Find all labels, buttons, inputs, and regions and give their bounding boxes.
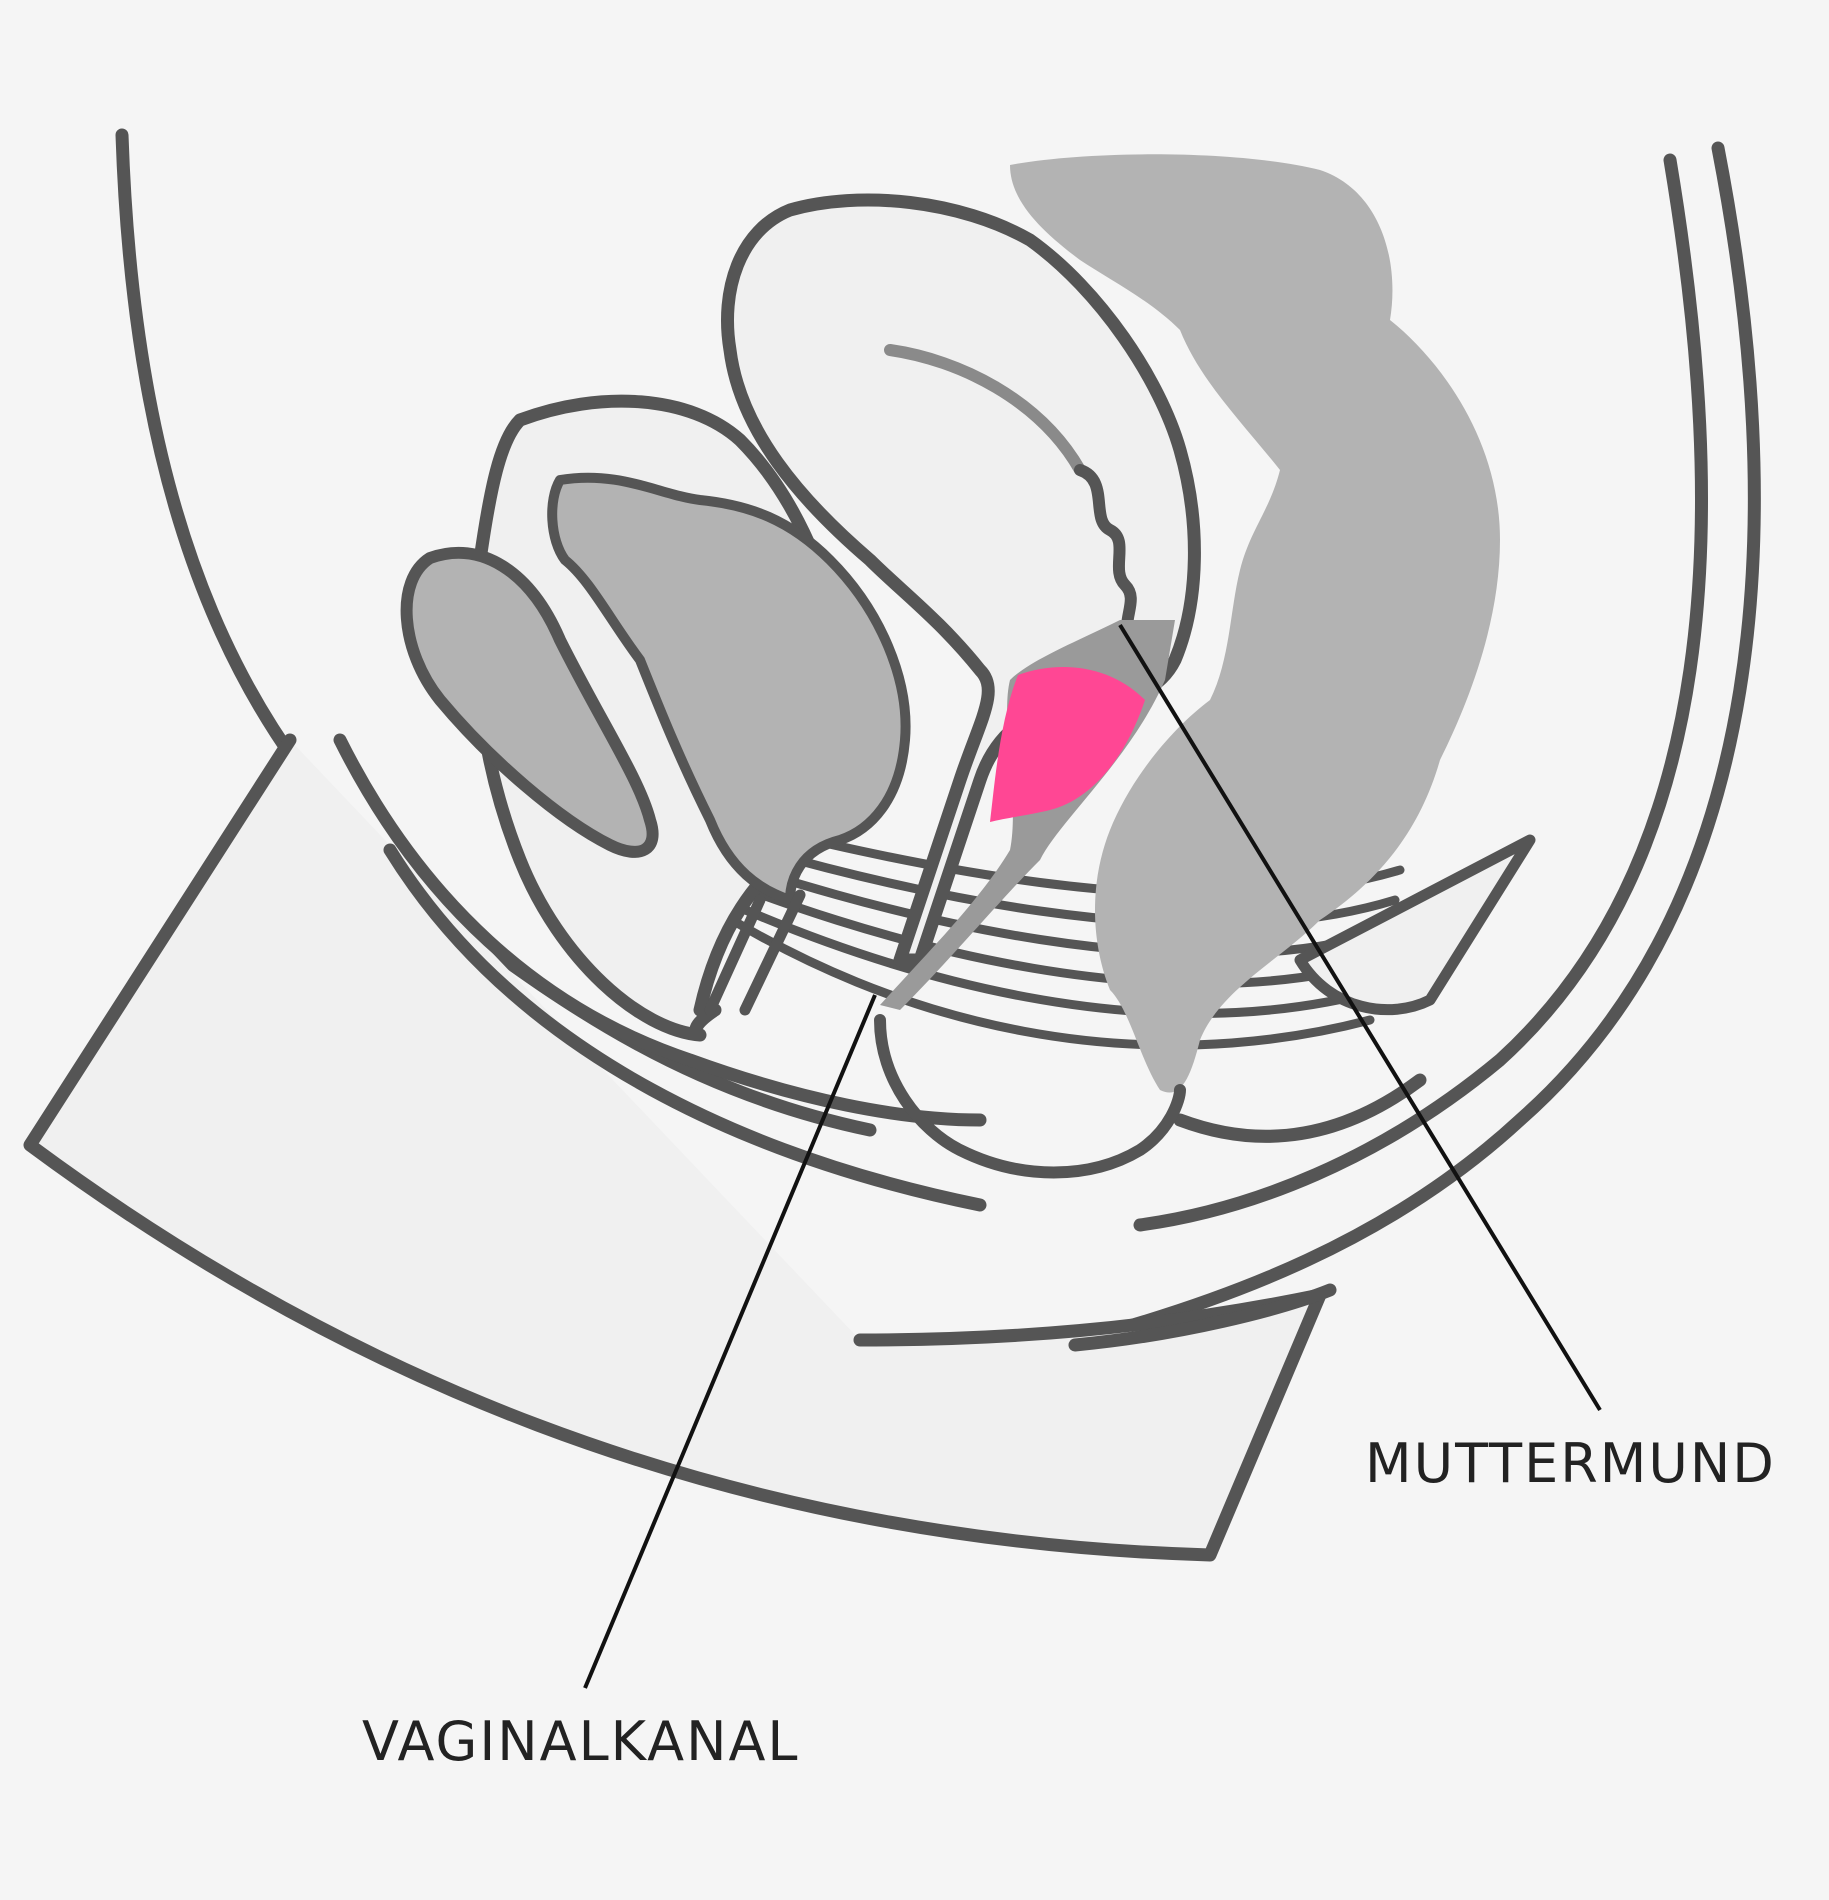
vaginalkanal-label: VAGINALKANAL [362,1710,800,1773]
muttermund-label: MUTTERMUND [1365,1432,1776,1495]
